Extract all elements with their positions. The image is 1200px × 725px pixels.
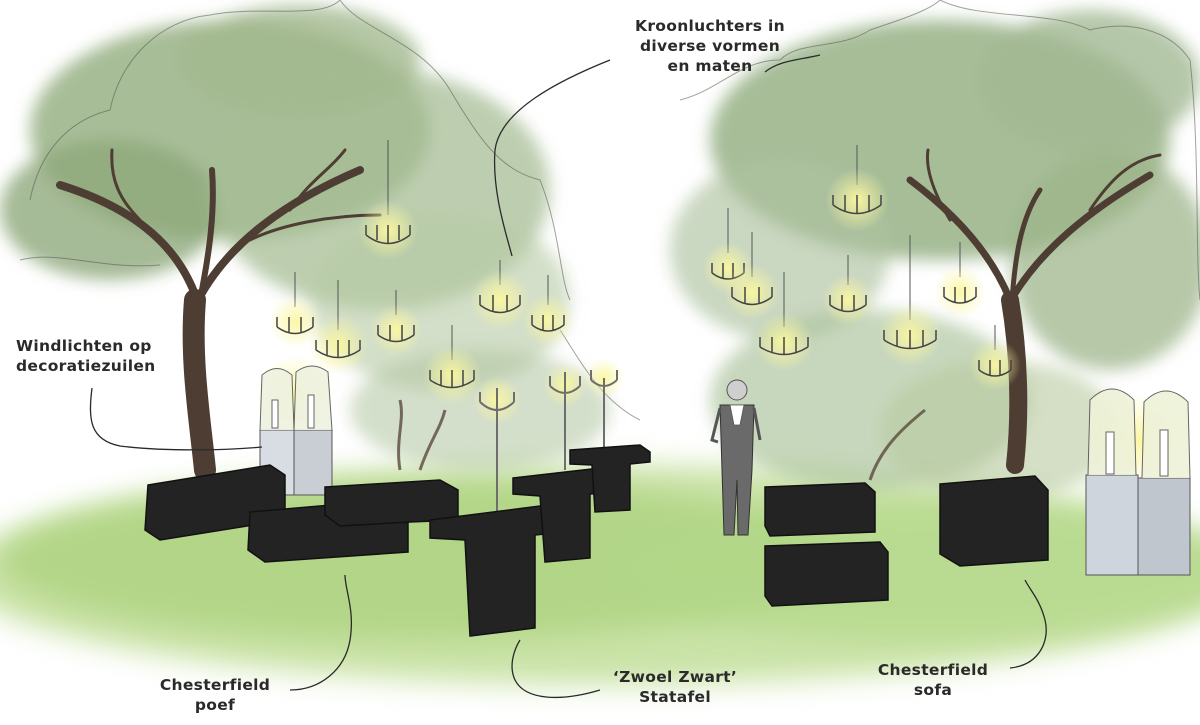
label-statafel: ‘Zwoel Zwart’ Statafel: [600, 667, 750, 707]
statafel-back: [569, 444, 651, 513]
leader-kroonluchters: [493, 59, 611, 257]
chandelier: [825, 145, 889, 232]
label-statafel-line1: ‘Zwoel Zwart’: [612, 668, 738, 686]
leader-windlichten: [89, 387, 263, 451]
label-kroonluchters-line3: en maten: [667, 57, 753, 75]
chandelier: [969, 325, 1021, 391]
candelabras: [473, 358, 624, 515]
chandelier: [878, 235, 942, 367]
label-sofa-line1: Chesterfield: [877, 661, 989, 679]
chandelier: [522, 275, 574, 346]
annotation-lines: [89, 54, 1047, 699]
label-kroonluchters-line1: Kroonluchters in: [635, 17, 785, 35]
chandelier: [358, 140, 418, 260]
label-sofa-line2: sofa: [913, 681, 953, 699]
label-poef-line2: poef: [194, 696, 236, 714]
windlicht-columns-right: [1085, 388, 1191, 576]
candelabra: [473, 376, 521, 515]
chandelier: [269, 272, 321, 348]
left-chesterfield-group: [144, 444, 651, 637]
chandelier: [934, 242, 986, 318]
windlicht-columns-left: [255, 355, 335, 496]
chesterfield-poef-right: [764, 482, 876, 537]
chandelier: [822, 255, 874, 326]
leader-poef: [289, 574, 353, 691]
chesterfield-poef-right-front: [764, 541, 889, 607]
chandelier: [422, 325, 482, 405]
label-windlichten-line2: decoratiezuilen: [16, 357, 156, 375]
candelabra: [543, 363, 587, 470]
right-tree-trunk: [906, 148, 1162, 474]
leader-kroonluchters-right: [764, 54, 821, 73]
chesterfield-sofa-right: [939, 475, 1049, 567]
chandelier: [754, 272, 814, 372]
label-kroonluchters: Kroonluchters in diverse vormen en maten: [615, 16, 805, 76]
chandeliers: [269, 140, 1021, 405]
label-poef-line1: Chesterfield: [159, 676, 271, 694]
right-chesterfield-group: [764, 475, 1049, 607]
label-kroonluchters-line2: diverse vormen: [639, 37, 781, 55]
label-chesterfield-poef: Chesterfield poef: [140, 675, 290, 715]
shrub-branches: [397, 399, 926, 481]
label-windlichten: Windlichten op decoratiezuilen: [16, 336, 156, 376]
chandelier: [724, 232, 780, 320]
chandelier: [308, 280, 368, 375]
candelabra: [584, 358, 624, 448]
chandelier: [370, 290, 422, 356]
label-statafel-line2: Statafel: [639, 688, 711, 706]
label-windlichten-line1: Windlichten op: [16, 337, 152, 355]
waiter-figure: [710, 379, 762, 536]
label-chesterfield-sofa: Chesterfield sofa: [858, 660, 1008, 700]
chandelier: [470, 260, 530, 330]
leader-sofa: [1009, 579, 1047, 669]
leader-statafel: [511, 639, 601, 699]
